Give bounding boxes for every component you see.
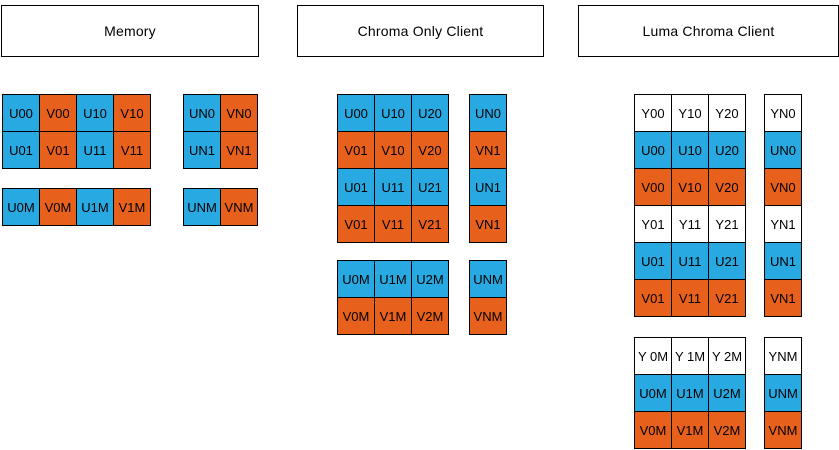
section-header-chroma-only-client: Chroma Only Client [297,5,544,57]
cell-vn1: VN1 [470,206,507,243]
cell-u11: U11 [375,169,412,206]
cell-v0m: V0M [635,412,672,449]
cell-vnm: VNM [470,298,507,335]
cell-u0m: U0M [338,261,375,298]
section-header-memory: Memory [1,5,259,57]
cell-u2m: U2M [412,261,449,298]
cell-u00: U00 [3,95,40,132]
cell-v0m: V0M [338,298,375,335]
cell-v11: V11 [375,206,412,243]
cell-v01: V01 [635,280,672,317]
cell-u00: U00 [635,132,672,169]
cell-u0m: U0M [635,375,672,412]
cell-u10: U10 [77,95,114,132]
cell-u10: U10 [672,132,709,169]
cell-un1: UN1 [765,243,802,280]
cell-u20: U20 [709,132,746,169]
cell-u10: U10 [375,95,412,132]
cell-v01: V01 [338,206,375,243]
cell-v21: V21 [412,206,449,243]
cell-u11: U11 [77,132,114,169]
cell-v10: V10 [114,95,151,132]
cell-un1: UN1 [184,132,221,169]
cell-u01: U01 [3,132,40,169]
section-title-chroma-only-client: Chroma Only Client [357,23,484,39]
cell-u2m: U2M [709,375,746,412]
cell-vn0: VN0 [765,169,802,206]
cell-vn1: VN1 [765,280,802,317]
cell-v2m: V2M [412,298,449,335]
cell-v00: V00 [635,169,672,206]
cell-y10: Y10 [672,95,709,132]
cell-u0m: U0M [3,189,40,226]
cell-v11: V11 [114,132,151,169]
cell-vn0: VN0 [221,95,258,132]
cell-u21: U21 [412,169,449,206]
cell-v10: V10 [672,169,709,206]
cell-vn1: VN1 [221,132,258,169]
cell-v1m: V1M [672,412,709,449]
cell-y0m: Y 0M [635,338,672,375]
cell-v20: V20 [709,169,746,206]
cell-y2m: Y 2M [709,338,746,375]
cell-y21: Y21 [709,206,746,243]
cell-y11: Y11 [672,206,709,243]
cell-un0: UN0 [470,95,507,132]
cell-u1m: U1M [375,261,412,298]
cell-y1m: Y 1M [672,338,709,375]
cell-v1m: V1M [114,189,151,226]
cell-yn1: YN1 [765,206,802,243]
cell-vn1: VN1 [470,132,507,169]
cell-unm: UNM [765,375,802,412]
cell-v01: V01 [338,132,375,169]
cell-u01: U01 [635,243,672,280]
cell-u20: U20 [412,95,449,132]
cell-un0: UN0 [765,132,802,169]
cell-v10: V10 [375,132,412,169]
cell-v1m: V1M [375,298,412,335]
cell-y01: Y01 [635,206,672,243]
cell-un1: UN1 [470,169,507,206]
cell-yn0: YN0 [765,95,802,132]
cell-unm: UNM [184,189,221,226]
cell-v0m: V0M [40,189,77,226]
section-title-memory: Memory [104,23,156,39]
cell-u21: U21 [709,243,746,280]
cell-v00: V00 [40,95,77,132]
cell-vnm: VNM [765,412,802,449]
cell-v01: V01 [40,132,77,169]
cell-u1m: U1M [672,375,709,412]
cell-unm: UNM [470,261,507,298]
cell-y00: Y00 [635,95,672,132]
cell-u1m: U1M [77,189,114,226]
cell-v21: V21 [709,280,746,317]
section-header-luma-chroma-client: Luma Chroma Client [578,5,839,57]
cell-ynm: YNM [765,338,802,375]
cell-v2m: V2M [709,412,746,449]
cell-y20: Y20 [709,95,746,132]
cell-v11: V11 [672,280,709,317]
cell-v20: V20 [412,132,449,169]
cell-u11: U11 [672,243,709,280]
cell-u00: U00 [338,95,375,132]
cell-un0: UN0 [184,95,221,132]
section-title-luma-chroma-client: Luma Chroma Client [642,23,775,39]
cell-u01: U01 [338,169,375,206]
cell-vnm: VNM [221,189,258,226]
